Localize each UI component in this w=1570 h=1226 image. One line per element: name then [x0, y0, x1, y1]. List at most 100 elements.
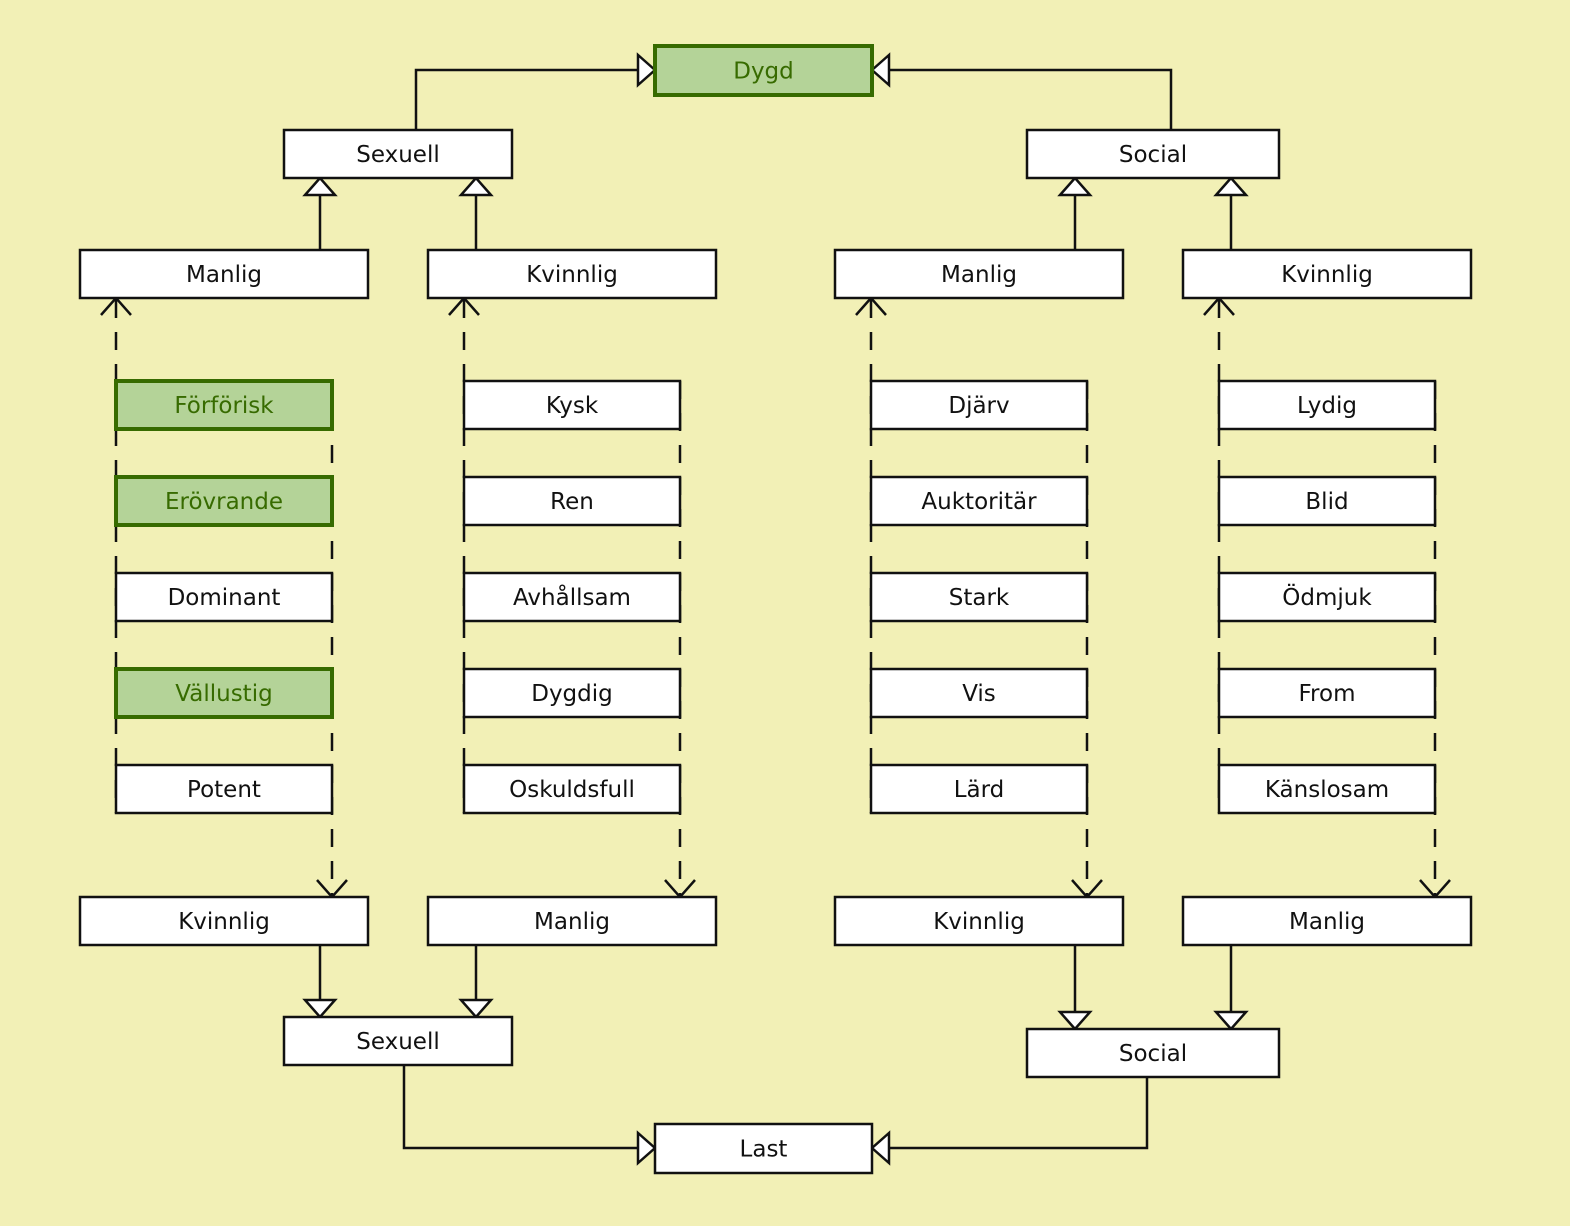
node-bottom-gender-1-label: Manlig [534, 909, 610, 935]
node-trait: Lärd [869, 763, 1089, 815]
node-trait-label: Potent [187, 777, 261, 803]
node-trait-label: Oskuldsfull [509, 777, 635, 803]
node-trait-label: Känslosam [1265, 777, 1389, 803]
node-trait: Ren [462, 475, 682, 527]
arrowhead-sexuell-dygd [636, 52, 657, 88]
node-dygd-rect [653, 44, 874, 97]
node-top-gender-0: Manlig [78, 248, 370, 300]
node-top-gender-0-label: Manlig [186, 262, 262, 288]
node-bottom-gender-2-rect [833, 895, 1125, 947]
node-bottom-gender-1-rect [426, 895, 718, 947]
node-dygd-label: Dygd [733, 59, 794, 85]
edge-sexuell-dygd [414, 68, 638, 130]
node-last: Last [653, 1122, 874, 1175]
node-trait-rect [1217, 763, 1437, 815]
node-trait-label: Avhållsam [513, 583, 631, 611]
arrowhead-gender-category-top-0 [302, 176, 338, 197]
node-trait-label: Erövrande [165, 489, 283, 515]
node-trait-label: Ren [550, 489, 594, 515]
node-trait: Vällustig [114, 667, 334, 719]
node-trait-rect [869, 475, 1089, 527]
node-trait: Oskuldsfull [462, 763, 682, 815]
node-trait-label: Förförisk [174, 393, 274, 419]
node-bottom-gender-2: Kvinnlig [833, 895, 1125, 947]
node-bottom-gender-0-label: Kvinnlig [178, 909, 270, 935]
node-top-category-sexuell-rect [282, 128, 514, 180]
node-trait-label: Dygdig [531, 681, 613, 707]
node-trait-rect [1217, 379, 1437, 431]
node-trait: Blid [1217, 475, 1437, 527]
node-trait-label: Vällustig [175, 681, 272, 707]
node-trait: From [1217, 667, 1437, 719]
node-bottom-gender-0-rect [78, 895, 370, 947]
node-trait: Förförisk [114, 379, 334, 431]
node-trait: Ödmjuk [1217, 571, 1437, 623]
node-trait-label: Lydig [1297, 393, 1357, 419]
node-trait-rect [869, 667, 1089, 719]
node-top-gender-0-rect [78, 248, 370, 300]
node-bottom-category-social-label: Social [1119, 1041, 1187, 1067]
arrowhead-social-last [870, 1130, 891, 1166]
node-bottom-gender-0: Kvinnlig [78, 895, 370, 947]
node-trait: Kysk [462, 379, 682, 431]
node-last-rect [653, 1122, 874, 1175]
node-top-category-sexuell: Sexuell [282, 128, 514, 180]
node-bottom-gender-3-rect [1181, 895, 1473, 947]
node-top-gender-1-label: Kvinnlig [526, 262, 618, 288]
node-trait: Auktoritär [869, 475, 1089, 527]
node-trait-rect [869, 379, 1089, 431]
node-top-gender-1-rect [426, 248, 718, 300]
node-trait: Känslosam [1217, 763, 1437, 815]
node-trait-label: Ödmjuk [1282, 583, 1372, 611]
node-bottom-category-social: Social [1025, 1027, 1281, 1079]
node-top-gender-3: Kvinnlig [1181, 248, 1473, 300]
arrowhead-gender-category-top-1 [458, 176, 494, 197]
arrowhead-gender-category-bottom-0 [302, 998, 338, 1019]
node-trait: Erövrande [114, 475, 334, 527]
node-trait-rect [1217, 667, 1437, 719]
node-top-gender-3-rect [1181, 248, 1473, 300]
node-trait: Lydig [1217, 379, 1437, 431]
node-trait-rect [869, 763, 1089, 815]
node-trait-rect [462, 379, 682, 431]
node-trait-label: Blid [1305, 489, 1348, 515]
node-bottom-category-sexuell-rect [282, 1015, 514, 1067]
node-top-gender-2: Manlig [833, 248, 1125, 300]
node-trait-rect [114, 571, 334, 623]
node-trait-rect [869, 571, 1089, 623]
node-trait-rect [114, 667, 334, 719]
node-trait-label: Auktoritär [921, 489, 1037, 515]
arrowhead-gender-category-top-2 [1057, 176, 1093, 197]
arrowhead-gender-category-top-3 [1213, 176, 1249, 197]
node-bottom-category-sexuell: Sexuell [282, 1015, 514, 1067]
node-top-gender-1: Kvinnlig [426, 248, 718, 300]
node-top-gender-3-label: Kvinnlig [1281, 262, 1373, 288]
node-bottom-gender-2-label: Kvinnlig [933, 909, 1025, 935]
node-trait: Dominant [114, 571, 334, 623]
node-top-gender-2-label: Manlig [941, 262, 1017, 288]
node-trait: Stark [869, 571, 1089, 623]
node-last-label: Last [740, 1137, 788, 1163]
node-top-gender-2-rect [833, 248, 1125, 300]
node-top-category-sexuell-label: Sexuell [356, 142, 439, 168]
node-dygd: Dygd [653, 44, 874, 97]
node-trait-label: Kysk [546, 393, 599, 419]
node-trait-rect [462, 475, 682, 527]
node-trait: Dygdig [462, 667, 682, 719]
node-trait-label: Djärv [948, 393, 1009, 419]
node-top-category-social-rect [1025, 128, 1281, 180]
node-trait-rect [114, 475, 334, 527]
node-bottom-category-social-rect [1025, 1027, 1281, 1079]
node-trait-rect [114, 379, 334, 431]
arrowhead-social-dygd [870, 52, 891, 88]
node-trait-rect [114, 763, 334, 815]
node-trait-label: Vis [962, 681, 996, 707]
node-trait-rect [462, 667, 682, 719]
arrowhead-gender-category-bottom-2 [1057, 1010, 1093, 1031]
arrowhead-gender-category-bottom-3 [1213, 1010, 1249, 1031]
arrowhead-sexuell-last [636, 1130, 657, 1166]
arrowhead-gender-category-bottom-1 [458, 998, 494, 1019]
node-trait-rect [1217, 475, 1437, 527]
